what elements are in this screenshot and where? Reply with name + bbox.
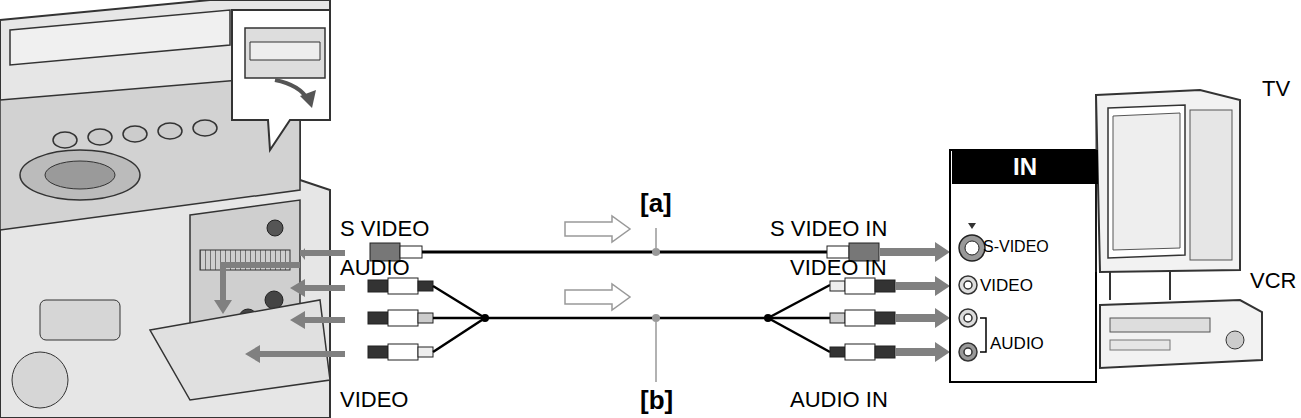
jack-label: S-VIDEO [983, 239, 1049, 255]
callout-letter: [a] [640, 190, 672, 216]
port-label: S VIDEO [340, 218, 429, 240]
port-label: AUDIO IN [790, 389, 888, 411]
jack-label: AUDIO [990, 335, 1044, 352]
port-label: S VIDEO IN [770, 218, 887, 240]
callout-letter: [b] [640, 387, 673, 413]
device-label: TV [1262, 78, 1290, 100]
panel-heading: IN [952, 150, 1098, 184]
port-label: VIDEO IN [790, 257, 887, 279]
device-label: VCR [1250, 270, 1296, 292]
input-panel: IN S-VIDEO VIDEO AUDIO [950, 150, 1096, 382]
port-label: AUDIO [340, 257, 410, 279]
jack-label: VIDEO [980, 277, 1033, 294]
port-label: VIDEO [340, 389, 408, 411]
